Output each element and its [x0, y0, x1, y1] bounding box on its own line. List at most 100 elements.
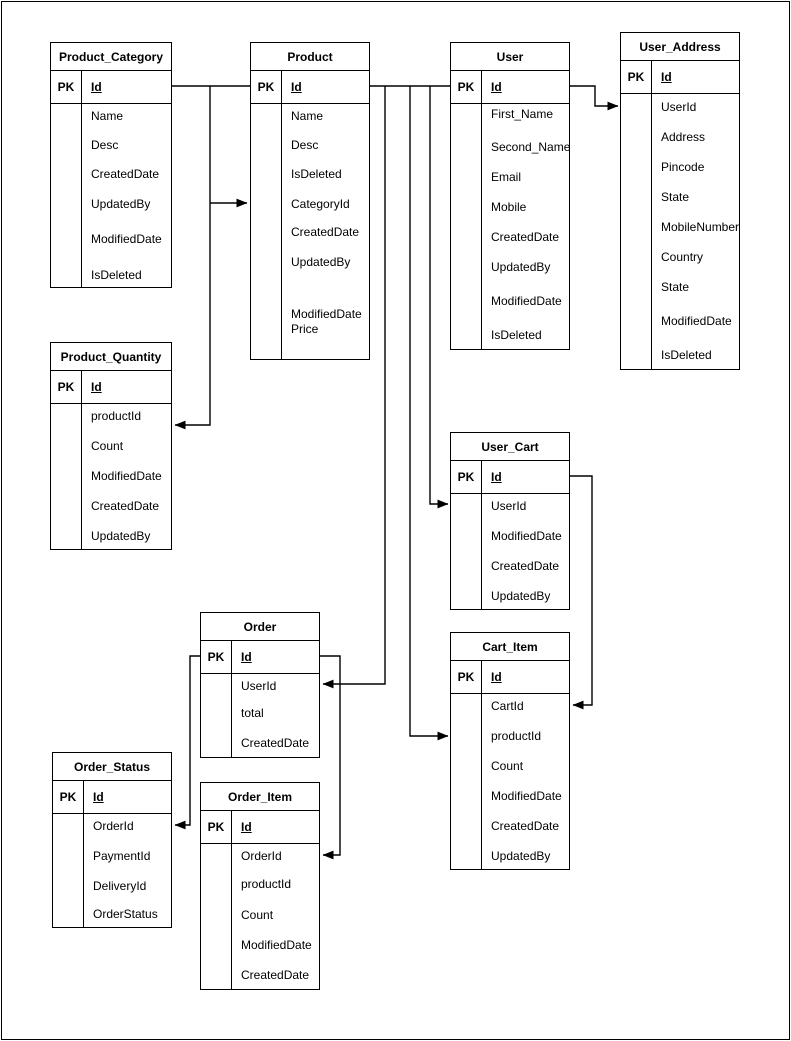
pk-label: PK [457, 470, 475, 484]
pk-row-divider [251, 103, 369, 104]
pk-label: PK [457, 670, 475, 684]
pk-label: PK [457, 80, 475, 94]
pk-row-divider [201, 843, 319, 844]
pk-row-divider [201, 673, 319, 674]
field-mobilenumber: MobileNumber [661, 220, 740, 234]
field-updatedby: UpdatedBy [491, 589, 551, 603]
pk-field-id: Id [241, 820, 252, 834]
pk-field-id: Id [491, 470, 502, 484]
pk-column-divider [81, 71, 82, 287]
field-cartid: CartId [491, 699, 524, 713]
field-updatedby: UpdatedBy [291, 255, 351, 269]
field-count: Count [491, 759, 524, 773]
pk-field-id: Id [491, 670, 502, 684]
field-updatedby: UpdatedBy [91, 529, 151, 543]
entity-title: Product_Quantity [51, 343, 171, 371]
field-first_name: First_Name [491, 107, 554, 121]
entity-title: Cart_Item [451, 633, 569, 661]
entity-title: User_Address [621, 33, 739, 61]
pk-label: PK [257, 80, 275, 94]
field-updatedby: UpdatedBy [491, 260, 551, 274]
field-orderid: OrderId [93, 819, 134, 833]
pk-label: PK [207, 820, 225, 834]
pk-row-divider [53, 813, 171, 814]
pk-column-divider [81, 371, 82, 549]
connector-product-to-cart_item [409, 86, 449, 741]
field-modifieddate: ModifiedDate [291, 307, 362, 321]
field-isdeleted: IsDeleted [491, 328, 542, 342]
field-state: State [661, 280, 690, 294]
pk-label: PK [59, 790, 77, 804]
field-isdeleted: IsDeleted [661, 348, 712, 362]
pk-field-id: Id [491, 80, 502, 94]
field-count: Count [91, 439, 124, 453]
pk-label: PK [57, 380, 75, 394]
pk-row-divider [621, 93, 739, 94]
field-modifieddate: ModifiedDate [91, 232, 162, 246]
pk-label: PK [207, 650, 225, 664]
field-createddate: CreatedDate [491, 559, 560, 573]
pk-field-id: Id [93, 790, 104, 804]
field-desc: Desc [91, 138, 119, 152]
pk-label: PK [627, 70, 645, 84]
field-createddate: CreatedDate [491, 230, 560, 244]
field-modifieddate: ModifiedDate [491, 789, 562, 803]
field-createddate: CreatedDate [491, 819, 560, 833]
field-mobile: Mobile [491, 200, 527, 214]
pk-column-divider [231, 811, 232, 989]
field-productid: productId [91, 409, 142, 423]
pk-field-id: Id [91, 380, 102, 394]
field-name: Name [291, 109, 324, 123]
field-userid: UserId [241, 679, 277, 693]
pk-column-divider [481, 71, 482, 349]
entity-title: Product_Category [51, 43, 171, 71]
field-productid: productId [241, 877, 292, 891]
field-orderid: OrderId [241, 849, 282, 863]
field-count: Count [241, 908, 274, 922]
pk-row-divider [51, 403, 171, 404]
pk-field-id: Id [241, 650, 252, 664]
pk-column-divider [83, 781, 84, 927]
pk-row-divider [451, 103, 569, 104]
pk-row-divider [451, 693, 569, 694]
entity-title: Order_Status [53, 753, 171, 781]
field-updatedby: UpdatedBy [491, 849, 551, 863]
field-createddate: CreatedDate [91, 167, 160, 181]
field-createddate: CreatedDate [241, 736, 310, 750]
entity-title: Order_Item [201, 783, 319, 811]
field-email: Email [491, 170, 522, 184]
pk-field-id: Id [91, 80, 102, 94]
field-createddate: CreatedDate [91, 499, 160, 513]
field-createddate: CreatedDate [291, 225, 360, 239]
field-total: total [241, 706, 264, 720]
field-modifieddate: ModifiedDate [241, 938, 312, 952]
connector-user-to-order [322, 86, 386, 689]
pk-column-divider [481, 461, 482, 609]
pk-field-id: Id [661, 70, 672, 84]
field-categoryid: CategoryId [291, 197, 350, 211]
pk-column-divider [231, 641, 232, 757]
field-price: Price [291, 322, 319, 336]
field-userid: UserId [661, 100, 697, 114]
connector-user-to-user_cart [429, 86, 449, 509]
field-paymentid: PaymentId [93, 849, 151, 863]
field-address: Address [661, 130, 706, 144]
field-updatedby: UpdatedBy [91, 197, 151, 211]
pk-label: PK [57, 80, 75, 94]
field-state: State [661, 190, 690, 204]
pk-column-divider [281, 71, 282, 359]
field-modifieddate: ModifiedDate [91, 469, 162, 483]
connector-user_cart-to-cart_item [570, 475, 593, 710]
connector-order-to-order_item [320, 655, 341, 860]
field-userid: UserId [491, 499, 527, 513]
entity-title: Product [251, 43, 369, 71]
